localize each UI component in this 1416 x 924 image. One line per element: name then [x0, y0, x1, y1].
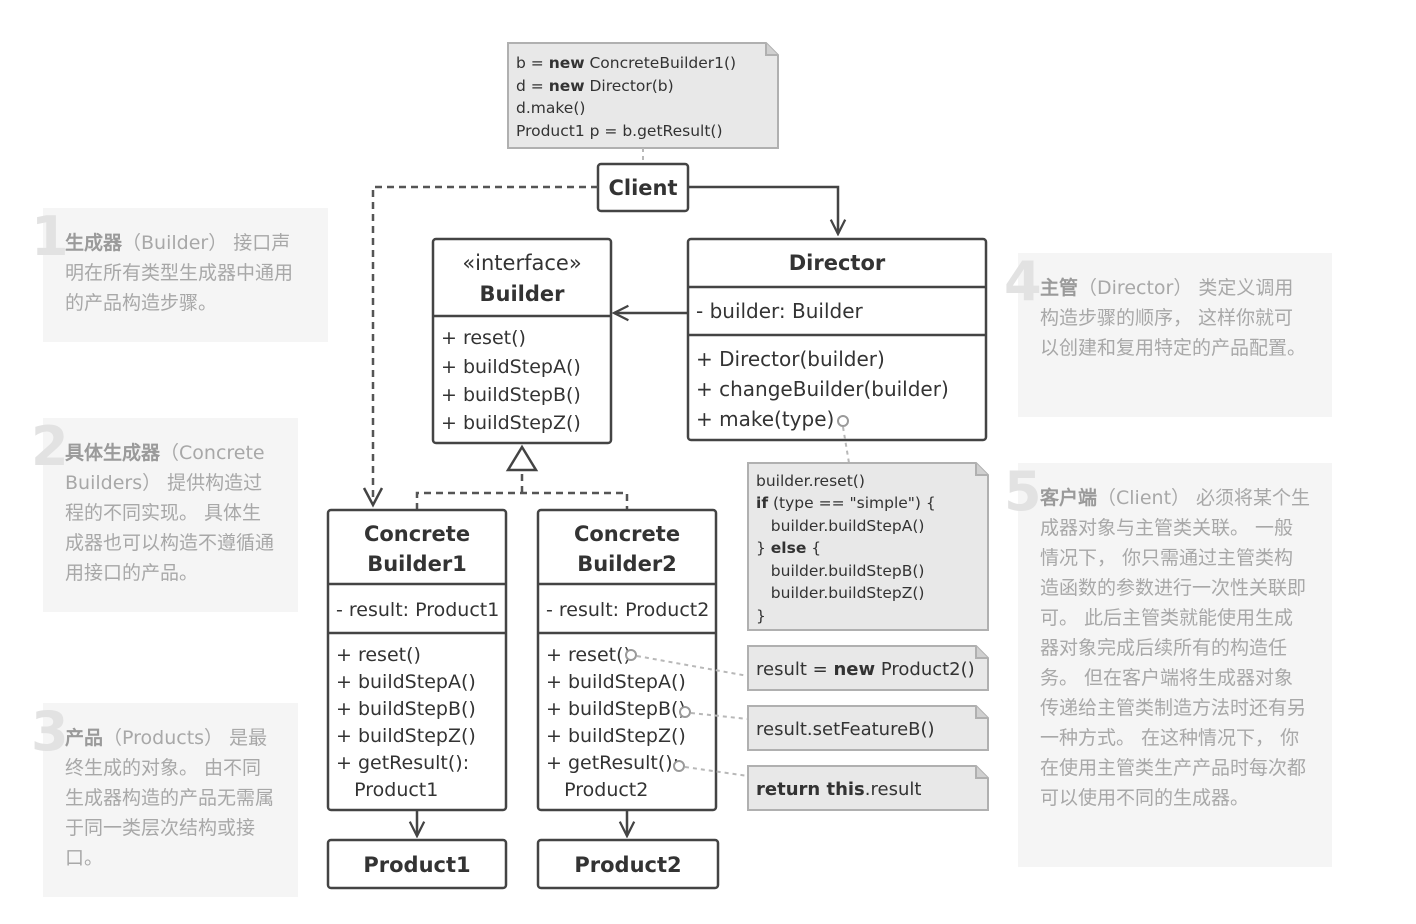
callout-body: （Client） 必须将某个生成器对象与主管类关联。 一般情况下， 你只需通过主… [1040, 487, 1311, 809]
realization-triangle [505, 444, 539, 472]
code-line: d.make() [516, 99, 585, 117]
reset-note: result = new Product2() [747, 645, 989, 691]
note-text: return this.result [756, 779, 921, 800]
callout-number: 3 [31, 700, 69, 763]
callout-body: （Concrete Builders） 提供构造过程的不同实现。 具体生成器也可… [65, 442, 275, 584]
code-line: builder.buildStepB() [756, 562, 924, 580]
cb1-method: + getResult(): [336, 752, 469, 774]
callout-text: 具体生成器（Concrete Builders） 提供构造过程的不同实现。 具体… [65, 438, 278, 588]
make-code-note: builder.reset() if (type == "simple") { … [747, 462, 989, 631]
cb1-method: Product1 [336, 779, 438, 801]
callout-text: 主管（Director） 类定义调用构造步骤的顺序， 这样你就可以创建和复用特定… [1040, 273, 1312, 363]
builder-interface: «interface» Builder + reset() + buildSte… [431, 237, 613, 445]
director-name: Director [789, 251, 886, 275]
callout-title: 主管 [1040, 277, 1079, 299]
builder-method: + buildStepZ() [441, 412, 581, 434]
code-line: } else { [756, 539, 821, 557]
cb1-method: + buildStepA() [336, 671, 476, 693]
code-line: d = new Director(b) [516, 77, 674, 95]
callout-title: 生成器 [65, 232, 123, 254]
product2-box: Product2 [536, 838, 720, 890]
cb1-field: - result: Product1 [336, 599, 499, 621]
callout-title: 产品 [65, 727, 104, 749]
product1-box: Product1 [326, 838, 508, 890]
callout-number: 2 [31, 415, 69, 478]
cb1-method: + buildStepB() [336, 698, 476, 720]
cb1-method: + reset() [336, 644, 421, 666]
getresult-note: return this.result [747, 765, 989, 811]
builder-stereotype: «interface» [462, 251, 581, 275]
code-line: builder.reset() [756, 472, 865, 490]
director-field: - builder: Builder [696, 299, 864, 323]
note-text: result = new Product2() [756, 659, 975, 680]
cb2-field: - result: Product2 [546, 599, 709, 621]
client-builder-dependency [371, 185, 598, 505]
client-box: Client [596, 162, 690, 213]
cb1-name-line2: Builder1 [367, 552, 467, 576]
callout-3: 3 产品（Products） 是最终生成的对象。 由不同生成器构造的产品无需属于… [31, 703, 298, 897]
cb2-method: + reset() [546, 644, 631, 666]
callout-title: 具体生成器 [65, 442, 161, 464]
callout-1: 1 生成器（Builder） 接口声明在所有类型生成器中通用的产品构造步骤。 [31, 208, 328, 342]
director-method: + changeBuilder(builder) [696, 377, 949, 401]
cb2-method: + buildStepB() [546, 698, 686, 720]
stepb-note-connector [690, 712, 749, 720]
concrete-builder2-class: Concrete Builder2 - result: Product2 + r… [536, 508, 718, 812]
reset-note-connector [636, 655, 749, 677]
dependency-arrowhead [362, 487, 384, 508]
cb2-method: + getResult(): [546, 752, 679, 774]
client-label: Client [608, 176, 677, 200]
cb1-method: + buildStepZ() [336, 725, 476, 747]
builder-name: Builder [480, 282, 566, 306]
callout-number: 4 [1004, 250, 1042, 313]
callout-number: 5 [1004, 460, 1042, 523]
code-line: builder.buildStepA() [756, 517, 924, 535]
builder-method: + buildStepB() [441, 384, 581, 406]
make-anchor [837, 415, 849, 427]
callout-2: 2 具体生成器（Concrete Builders） 提供构造过程的不同实现。 … [31, 418, 298, 612]
cb2-method: + buildStepA() [546, 671, 686, 693]
code-line: Product1 p = b.getResult() [516, 122, 723, 140]
note-text: result.setFeatureB() [756, 719, 935, 740]
product2-label: Product2 [574, 853, 681, 877]
callout-number: 1 [31, 205, 69, 268]
callout-text: 生成器（Builder） 接口声明在所有类型生成器中通用的产品构造步骤。 [65, 228, 308, 318]
make-note-connector [842, 426, 850, 464]
product1-label: Product1 [363, 853, 470, 877]
builder-method: + reset() [441, 327, 526, 349]
builder-method: + buildStepA() [441, 356, 581, 378]
code-line: b = new ConcreteBuilder1() [516, 54, 736, 72]
reset-anchor [625, 649, 637, 661]
getresult-anchor [673, 760, 685, 772]
callout-5: 5 客户端（Client） 必须将某个生成器对象与主管类关联。 一般情况下， 你… [1004, 463, 1332, 867]
getresult-note-connector [684, 766, 749, 777]
client-code-note: b = new ConcreteBuilder1() d = new Direc… [507, 42, 779, 149]
director-method: + Director(builder) [696, 347, 885, 371]
cb2-name-line2: Builder2 [577, 552, 677, 576]
cb2-name-line1: Concrete [574, 522, 680, 546]
code-line: } [756, 607, 766, 625]
code-line: builder.buildStepZ() [756, 584, 924, 602]
callout-title: 客户端 [1040, 487, 1098, 509]
callout-4: 4 主管（Director） 类定义调用构造步骤的顺序， 这样你就可以创建和复用… [1004, 253, 1332, 417]
director-class: Director - builder: Builder + Director(b… [686, 237, 988, 442]
concrete-builder1-class: Concrete Builder1 - result: Product1 + r… [326, 508, 508, 812]
stepb-note: result.setFeatureB() [747, 705, 989, 751]
callout-text: 产品（Products） 是最终生成的对象。 由不同生成器构造的产品无需属于同一… [65, 723, 278, 873]
stepb-anchor [679, 706, 691, 718]
realization-branches [415, 491, 629, 510]
cb2-method: Product2 [546, 779, 648, 801]
cb1-name-line1: Concrete [364, 522, 470, 546]
callout-body: （Builder） 接口声明在所有类型生成器中通用的产品构造步骤。 [65, 232, 294, 314]
callout-body: （Products） 是最终生成的对象。 由不同生成器构造的产品无需属于同一类层… [65, 727, 275, 869]
client-director-arrow [688, 185, 838, 234]
callout-text: 客户端（Client） 必须将某个生成器对象与主管类关联。 一般情况下， 你只需… [1040, 483, 1312, 813]
cb2-method: + buildStepZ() [546, 725, 686, 747]
code-line: if (type == "simple") { [756, 494, 936, 512]
callout-body: （Director） 类定义调用构造步骤的顺序， 这样你就可以创建和复用特定的产… [1040, 277, 1307, 359]
director-method: + make(type) [696, 407, 834, 431]
